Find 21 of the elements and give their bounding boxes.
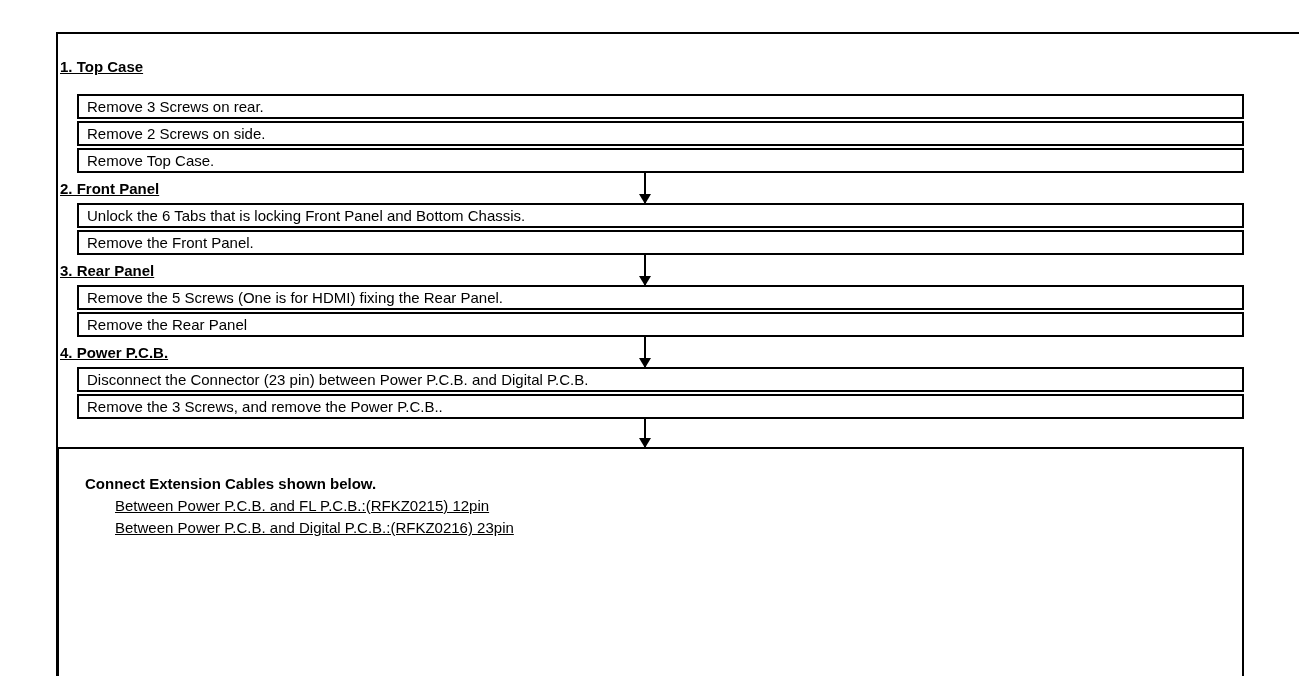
arrow [639, 254, 651, 286]
step-box: Remove the 3 Screws, and remove the Power P.C.B.. [77, 394, 1244, 419]
section-heading: 2. Front Panel [60, 180, 160, 197]
step-box: Remove Top Case. [77, 148, 1244, 173]
step-box: Disconnect the Connector (23 pin) between Power P.C.B. and Digital P.C.B. [77, 367, 1244, 392]
step-box: Remove 3 Screws on rear. [77, 94, 1244, 119]
cable-note: Between Power P.C.B. and FL P.C.B.:(RFKZ0215) 12pin [115, 496, 490, 516]
arrow [639, 336, 651, 368]
arrow [639, 418, 651, 448]
section-heading: 1. Top Case [60, 58, 144, 75]
instruction-text: Connect Extension Cables shown below. [85, 474, 377, 494]
arrow [639, 172, 651, 204]
cable-note: Between Power P.C.B. and Digital P.C.B.:(RFKZ0216) 23pin [115, 518, 514, 538]
step-box: Remove the 5 Screws (One is for HDMI) fixing the Rear Panel. [77, 285, 1244, 310]
step-box: Remove 2 Screws on side. [77, 121, 1244, 146]
section-heading: 3. Rear Panel [60, 262, 155, 279]
step-box: Remove the Front Panel. [77, 230, 1244, 255]
step-box: Remove the Rear Panel [77, 312, 1244, 337]
section-heading: 4. Power P.C.B. [60, 344, 169, 361]
step-box: Unlock the 6 Tabs that is locking Front Panel and Bottom Chassis. [77, 203, 1244, 228]
result-box [57, 447, 1244, 676]
